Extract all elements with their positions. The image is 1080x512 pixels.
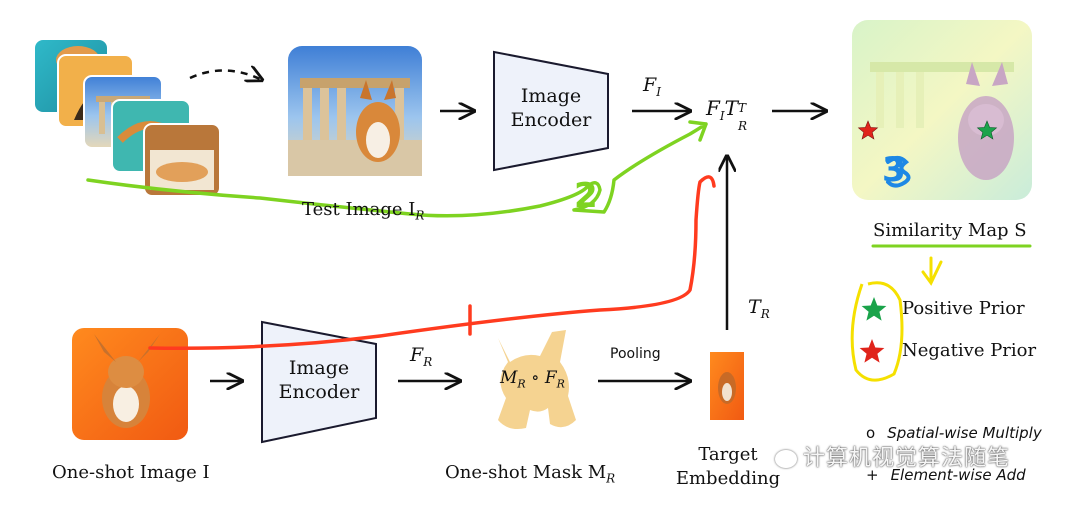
wechat-logo-icon: [775, 450, 797, 468]
product-f: F: [706, 96, 720, 120]
watermark-text: 计算机视觉算法随笔: [803, 446, 1011, 471]
positive-star-icon: [976, 120, 998, 140]
mask-formula-f-sub: R: [556, 377, 565, 391]
legend-spatial-multiply: o Spatial-wise Multiply: [866, 424, 1042, 442]
positive-prior-label: Positive Prior: [902, 298, 1025, 319]
blue-annotation-three: [886, 156, 911, 188]
test-image-label: Test Image IR: [302, 199, 424, 223]
product-t-sup: T: [737, 101, 746, 115]
product-t-sub: R: [737, 119, 748, 133]
red-hand-drawn-path: [148, 175, 716, 350]
fi-label-sub: I: [656, 84, 661, 99]
fi-label: FI: [643, 74, 661, 99]
legend-element-symbol: +: [866, 466, 879, 484]
negative-prior-label: Negative Prior: [902, 340, 1037, 361]
fr-label-f: F: [410, 344, 424, 366]
image-encoder-bottom-line1: Image: [288, 357, 350, 379]
test-image-label-text: Test Image I: [302, 199, 416, 220]
yellow-circle-annotation: [850, 281, 904, 382]
image-encoder-top-label: Image Encoder: [503, 84, 599, 132]
one-shot-mask-label: One-shot Mask MR: [445, 462, 615, 486]
mask-formula-m-sub: R: [517, 377, 526, 391]
target-embedding-image: [710, 352, 744, 420]
image-encoder-bottom: [261, 320, 377, 444]
one-shot-mask-label-text: One-shot Mask M: [445, 462, 607, 483]
tr-label-t: T: [748, 296, 761, 318]
legend-element-text: Element-wise Add: [890, 466, 1026, 484]
legend-spatial-symbol: o: [866, 424, 876, 442]
one-shot-mask-silhouette: [498, 330, 576, 429]
test-image-label-sub: R: [415, 208, 425, 223]
image-encoder-top-line1: Image: [520, 85, 582, 107]
fr-label-sub: R: [423, 354, 433, 369]
target-embedding-line2: Embedding: [675, 468, 781, 489]
legend-spatial-text: Spatial-wise Multiply: [887, 424, 1042, 442]
fr-label: FR: [410, 344, 432, 369]
one-shot-image-label: One-shot Image I: [52, 462, 210, 483]
green-annotation-two: 2: [574, 176, 598, 216]
legend-element-add: + Element-wise Add: [866, 466, 1026, 484]
stacked-reference-images: [35, 40, 221, 197]
image-encoder-bottom-label: Image Encoder: [271, 356, 367, 404]
negative-star-icon: [857, 120, 879, 140]
mask-formula-f: F: [544, 368, 557, 388]
blue-annotation-three-text: 3: [882, 150, 906, 190]
dashed-select-arrow: [189, 70, 262, 80]
product-f-sub: I: [719, 109, 725, 123]
fi-label-f: F: [643, 74, 657, 96]
mask-formula-m: M: [500, 368, 518, 388]
yellow-down-arrow: [921, 256, 943, 286]
image-encoder-bottom-line2: Encoder: [278, 381, 360, 403]
tr-label-sub: R: [760, 306, 770, 321]
watermark: 计算机视觉算法随笔: [775, 440, 1010, 472]
product-t: T: [724, 96, 738, 120]
target-embedding-label: Target Embedding: [672, 443, 784, 491]
one-shot-image: [72, 328, 188, 440]
mask-formula: MR ∘ FR: [500, 368, 565, 390]
target-embedding-line1: Target: [698, 444, 758, 465]
stack-image-5-dog: [156, 162, 208, 182]
legend-positive-star-icon: [861, 297, 887, 321]
one-shot-mask-label-sub: R: [606, 471, 616, 486]
mask-formula-op: ∘: [531, 368, 540, 388]
similarity-map-image: [852, 20, 1032, 200]
green-hand-drawn-path: [86, 120, 708, 218]
image-encoder-top-line2: Encoder: [510, 109, 592, 131]
image-encoder-top: [493, 50, 609, 172]
test-image: [288, 46, 422, 176]
legend-negative-star-icon: [859, 339, 885, 363]
tr-label: TR: [748, 296, 770, 321]
pooling-label: Pooling: [610, 346, 661, 362]
similarity-map-label: Similarity Map S: [873, 220, 1027, 241]
